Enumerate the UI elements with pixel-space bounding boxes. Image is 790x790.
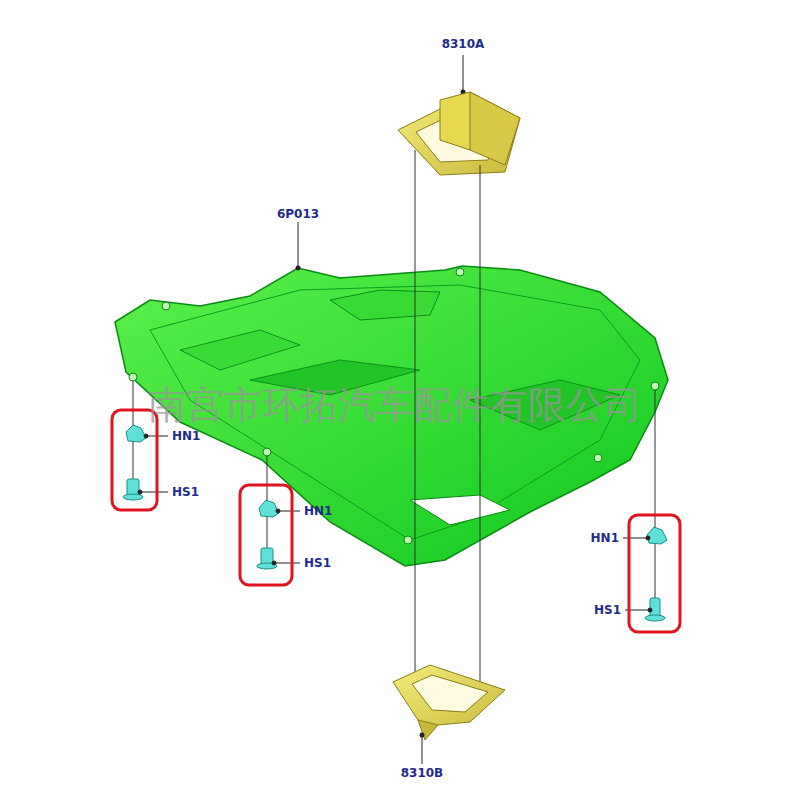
part-number: 8310A	[442, 38, 485, 50]
part-number: 6P013	[277, 208, 319, 220]
bracket-8310a	[398, 92, 520, 175]
fasteners	[123, 425, 667, 621]
bracket-8310b	[393, 665, 505, 740]
fastener-code: HS1	[172, 486, 199, 498]
fastener-code: HS1	[594, 604, 621, 616]
highlight-boxes	[112, 410, 680, 632]
fastener-code: HN1	[304, 505, 332, 517]
fastener-code: HN1	[591, 532, 619, 544]
watermark: 南宫市环拓汽车配件有限公司	[148, 386, 642, 424]
underbody-shield	[115, 266, 668, 566]
fastener-code: HS1	[304, 557, 331, 569]
fastener-code: HN1	[172, 430, 200, 442]
part-number: 8310B	[401, 767, 444, 779]
